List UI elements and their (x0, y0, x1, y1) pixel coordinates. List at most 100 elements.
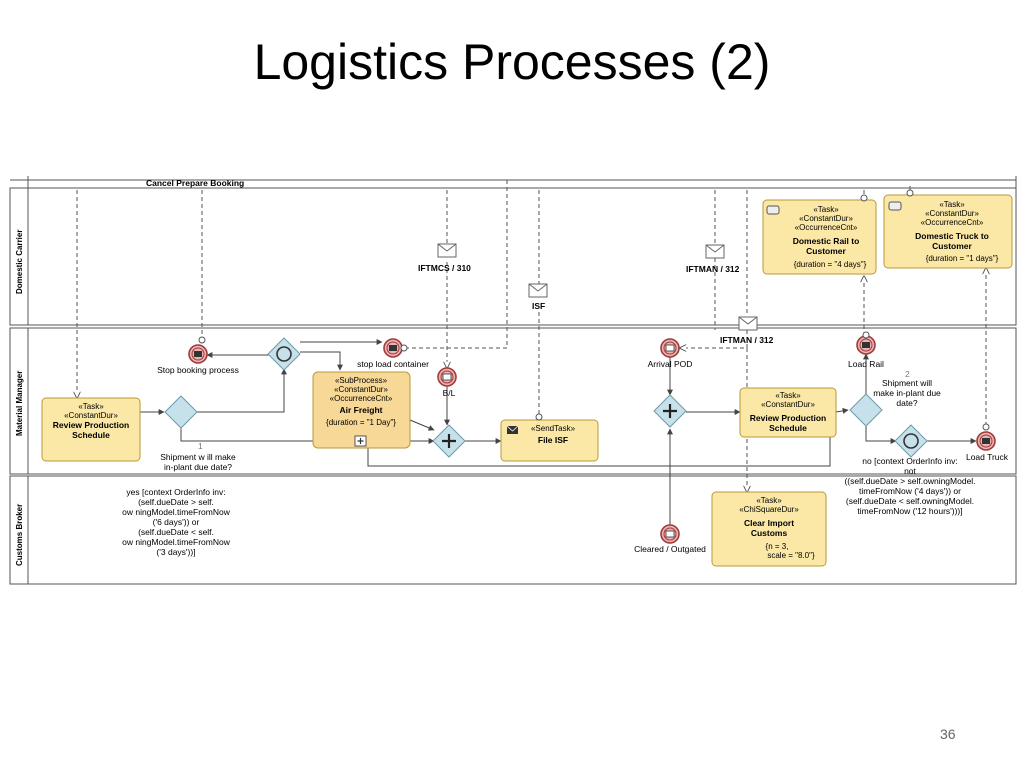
swimlanes (9, 176, 1017, 585)
task-clear-import-customs[interactable]: «Task» «ChiSquareDur» Clear Import Custo… (711, 491, 827, 567)
task-stereotype: «ConstantDur» (799, 214, 853, 223)
send-envelope-icon (507, 426, 518, 434)
svg-text:ow ningModel.timeFromNow: ow ningModel.timeFromNow (122, 507, 231, 517)
lane-customs-broker: Customs Broker (15, 504, 24, 566)
event-load-rail[interactable] (856, 335, 876, 355)
svg-text:yes [context OrderInfo inv:: yes [context OrderInfo inv: (126, 487, 225, 497)
task-stereotype: «OccurrenceCnt» (921, 218, 984, 227)
task-domestic-rail[interactable]: «Task» «ConstantDur» «OccurrenceCnt» Dom… (762, 199, 877, 275)
task-param: {n = 3, (766, 542, 789, 551)
page-number: 36 (940, 726, 956, 742)
task-name: File ISF (538, 435, 568, 445)
message-envelope-iftmcs (437, 243, 457, 258)
task-review-production-1[interactable]: «Task» «ConstantDur» Review Production S… (41, 397, 141, 462)
task-name: Review Production (53, 420, 130, 430)
task-name: Schedule (72, 430, 110, 440)
gateway-2-question: date? (896, 398, 918, 408)
gateway-exclusive-1[interactable] (164, 395, 198, 429)
task-stereotype: «OccurrenceCnt» (330, 394, 393, 403)
lane-material-manager: Material Manager (15, 371, 24, 436)
task-stereotype: «Task» (775, 391, 801, 400)
task-stereotype: «ConstantDur» (761, 400, 815, 409)
task-name: Customs (751, 528, 788, 538)
message-anchors (198, 189, 990, 431)
event-load-truck-label: Load Truck (966, 452, 1009, 462)
task-stereotype: «ConstantDur» (64, 411, 118, 420)
svg-text:('3 days'))]: ('3 days'))] (156, 547, 195, 557)
event-load-truck[interactable] (976, 431, 996, 451)
gateway-parallel-1[interactable] (432, 424, 466, 458)
task-file-isf[interactable]: «SendTask» File ISF (500, 419, 599, 462)
event-stop-load-label: stop load container (357, 359, 429, 369)
event-load-rail-label: Load Rail (848, 359, 884, 369)
svg-text:timeFromNow ('4 days')) or: timeFromNow ('4 days')) or (859, 486, 961, 496)
task-stereotype: «ChiSquareDur» (739, 505, 799, 514)
svg-text:((self.dueDate > self.owningMo: ((self.dueDate > self.owningModel. (844, 476, 975, 486)
task-duration: {duration = "1 Day"} (326, 418, 396, 427)
task-param: scale = "8.0"} (767, 551, 815, 560)
task-name: Domestic Rail to (793, 236, 860, 246)
svg-text:(self.dueDate < self.: (self.dueDate < self. (138, 527, 214, 537)
slide-title: Logistics Processes (2) (253, 34, 771, 90)
event-cleared-outgated[interactable] (660, 524, 680, 544)
message-isf-label: ISF (532, 301, 545, 311)
gateway-2-question: make in-plant due (873, 388, 941, 398)
message-iftman-top-label: IFTMAN / 312 (686, 264, 740, 274)
subprocess-air-freight[interactable]: «SubProcess» «ConstantDur» «OccurrenceCn… (312, 371, 411, 449)
task-stereotype: «SendTask» (531, 424, 576, 433)
gateway-2-question: Shipment will (882, 378, 932, 388)
task-stereotype: «ConstantDur» (925, 209, 979, 218)
gateway-event-based[interactable] (267, 337, 301, 371)
task-stereotype: «OccurrenceCnt» (795, 223, 858, 232)
message-flows (77, 180, 986, 492)
event-cleared-label: Cleared / Outgated (634, 544, 706, 554)
task-name: Customer (932, 241, 972, 251)
message-iftman-mid-label: IFTMAN / 312 (720, 335, 774, 345)
message-envelope-iftman-mid (738, 316, 758, 331)
task-review-production-2[interactable]: «Task» «ConstantDur» Review Production S… (739, 387, 837, 438)
gateway-1-number: 1 (198, 441, 203, 451)
event-stop-booking[interactable] (188, 344, 208, 364)
svg-text:timeFromNow ('12 hours')))]: timeFromNow ('12 hours')))] (857, 506, 962, 516)
event-arrival-pod[interactable] (660, 338, 680, 358)
event-bl[interactable] (437, 367, 457, 387)
svg-text:not: not (904, 466, 916, 476)
event-stop-booking-label: Stop booking process (157, 365, 239, 375)
task-stereotype: «Task» (78, 402, 104, 411)
task-name: Clear Import (744, 518, 794, 528)
message-envelope-iftman-top (705, 244, 725, 259)
task-duration: {duration = "1 days"} (926, 254, 999, 263)
svg-text:ow ningModel.timeFromNow: ow ningModel.timeFromNow (122, 537, 231, 547)
gateway-exclusive-2[interactable] (849, 393, 883, 427)
event-arrival-pod-label: Arrival POD (648, 359, 693, 369)
task-duration: {duration = "4 days"} (794, 260, 867, 269)
gateway-event-based-2[interactable] (894, 424, 928, 458)
event-bl-label: B/L (443, 388, 456, 398)
gateway-1-question: in-plant due date? (164, 462, 232, 472)
svg-text:('6 days')) or: ('6 days')) or (153, 517, 200, 527)
message-iftmcs-label: IFTMCS / 310 (418, 263, 471, 273)
task-stereotype: «ConstantDur» (334, 385, 388, 394)
svg-text:no [context OrderInfo inv:: no [context OrderInfo inv: (862, 456, 957, 466)
event-stop-load-container[interactable] (383, 338, 403, 358)
gateway-parallel-2[interactable] (653, 394, 687, 428)
task-stereotype: «Task» (813, 205, 839, 214)
gateway-1-question: Shipment w ill make (160, 452, 236, 462)
task-stereotype: «SubProcess» (335, 376, 388, 385)
task-domestic-truck[interactable]: «Task» «ConstantDur» «OccurrenceCnt» Dom… (883, 194, 1013, 269)
task-name: Air Freight (340, 405, 383, 415)
condition-yes: yes [context OrderInfo inv: (self.dueDat… (122, 487, 231, 557)
gateway-2-number: 2 (905, 369, 910, 379)
task-name: Domestic Truck to (915, 231, 989, 241)
lane-domestic-carrier: Domestic Carrier (15, 230, 24, 294)
svg-text:(self.dueDate < self.owningMod: (self.dueDate < self.owningModel. (846, 496, 974, 506)
task-stereotype: «Task» (939, 200, 965, 209)
message-envelope-isf (528, 283, 548, 298)
task-stereotype: «Task» (756, 496, 782, 505)
lane-top-label: Cancel Prepare Booking (146, 178, 244, 188)
task-type-icon (888, 201, 902, 211)
condition-no: no [context OrderInfo inv: not ((self.du… (844, 456, 975, 516)
svg-text:(self.dueDate > self.: (self.dueDate > self. (138, 497, 214, 507)
task-name: Schedule (769, 423, 807, 433)
